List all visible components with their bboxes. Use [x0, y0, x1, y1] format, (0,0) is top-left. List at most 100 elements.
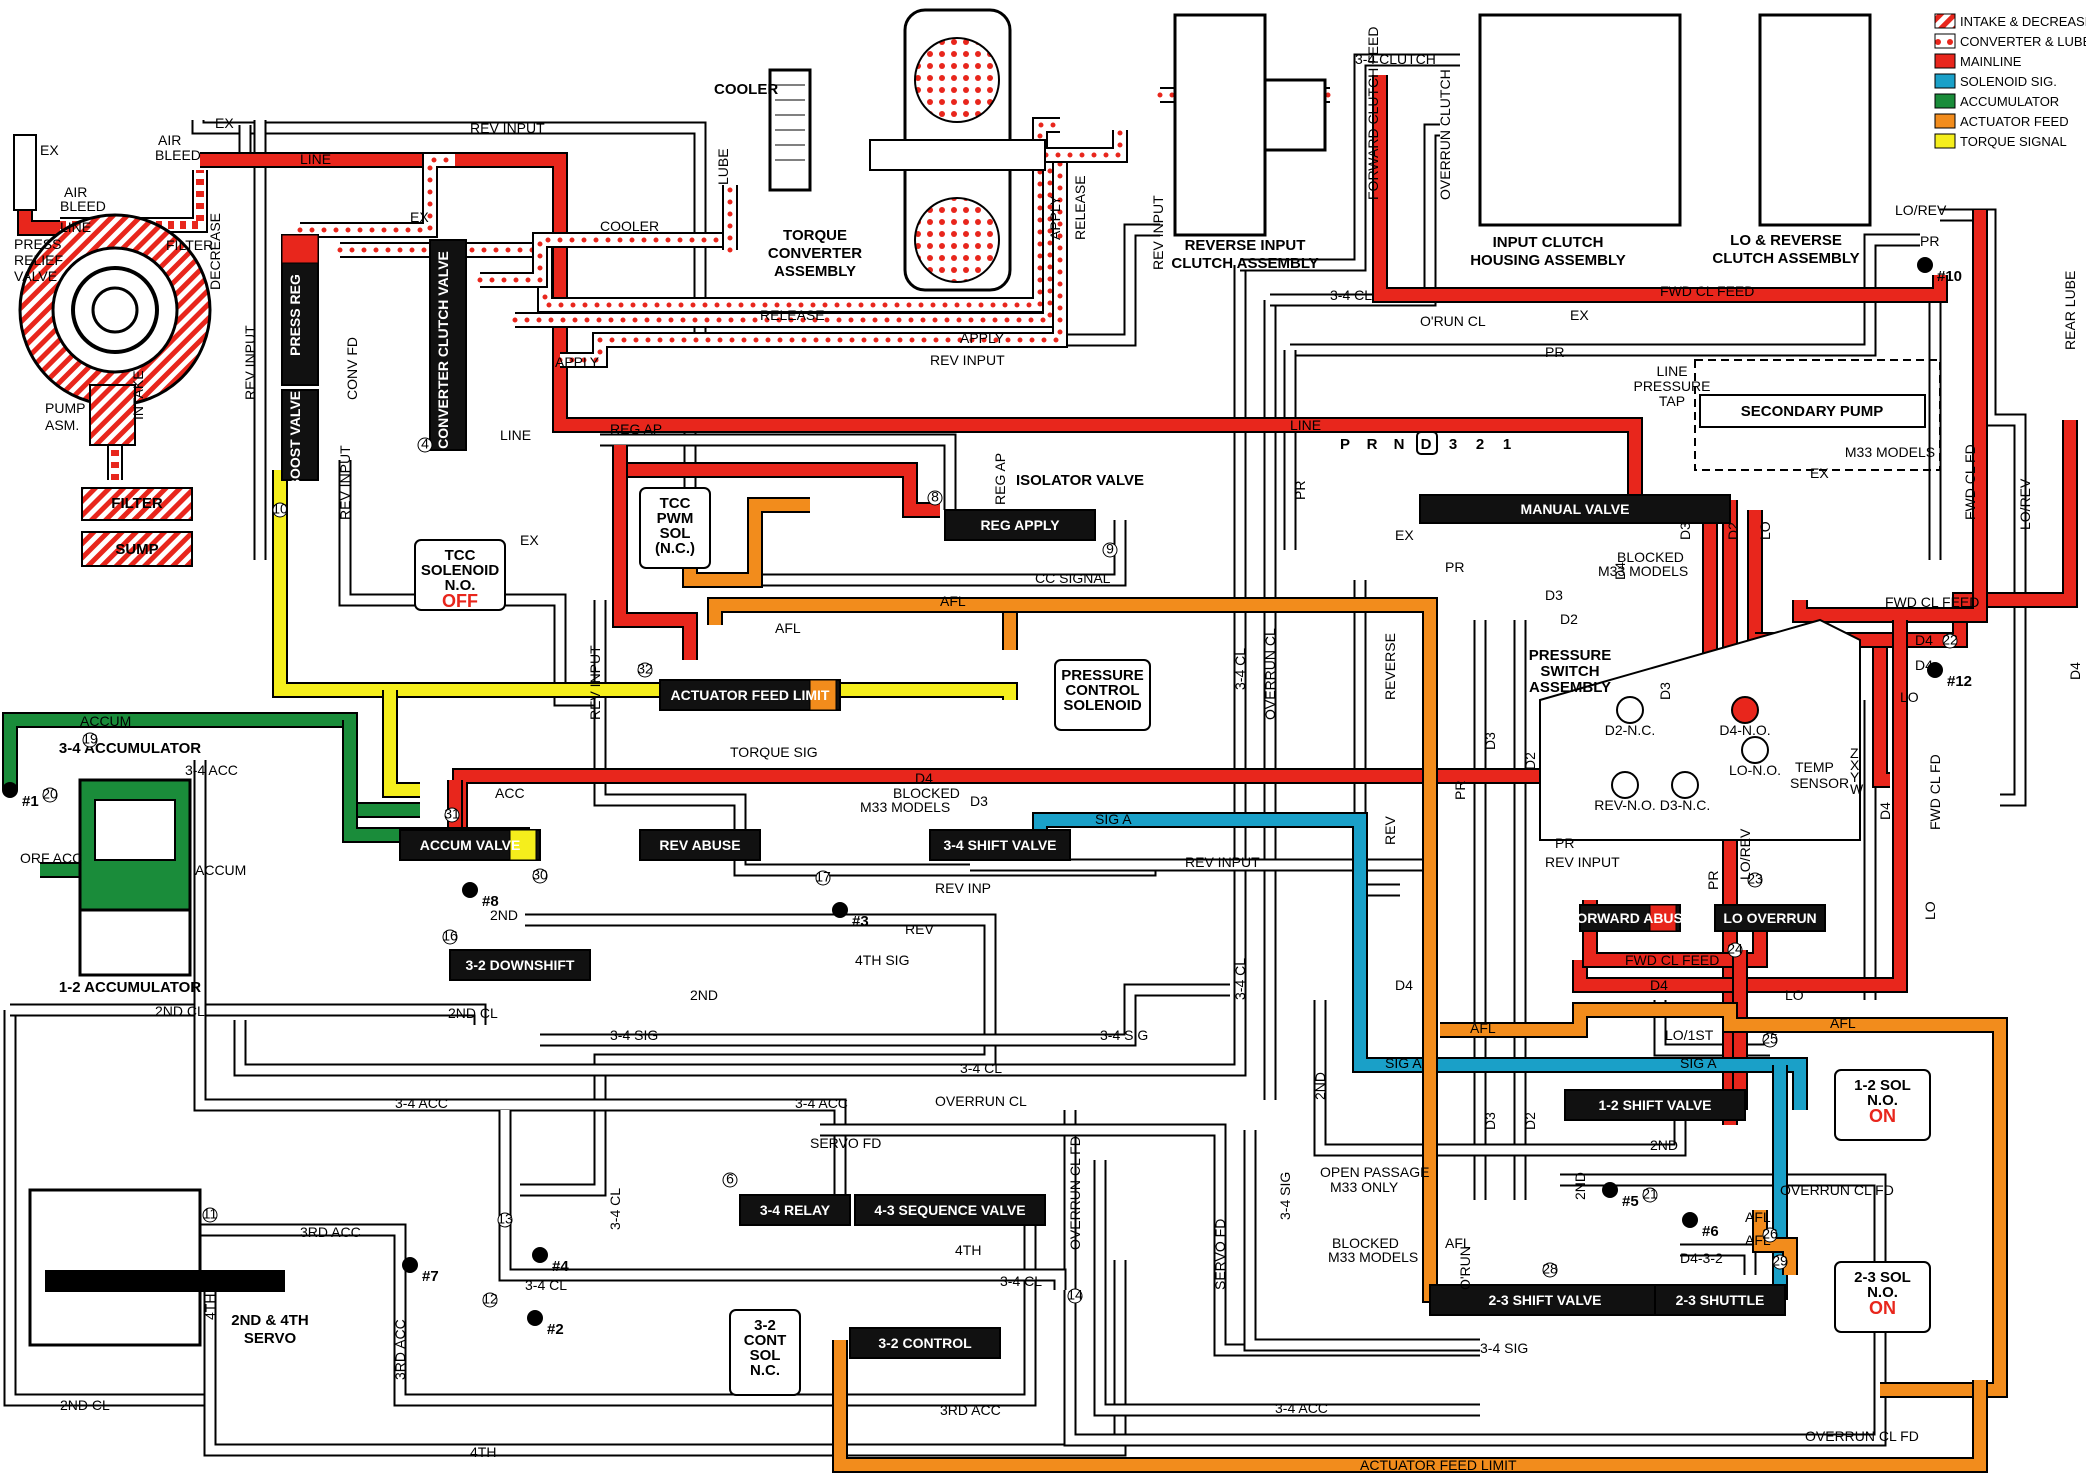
orifice-25-icon: [1762, 1032, 1778, 1048]
converter-clutch-valve[interactable]: CONVERTER CLUTCH VALVE: [429, 239, 467, 451]
control-32-valve-body: [849, 1327, 1001, 1359]
tcc-pwm-solenoid-label-2: SOL: [660, 525, 691, 542]
sig34-lower: [1245, 1130, 1480, 1350]
sol-23-label-0: 2-3 SOL: [1854, 1269, 1911, 1286]
shuttle-23-valve-label: 2-3 SHUTTLE: [1676, 1292, 1765, 1308]
orifice-4-label: 4: [421, 436, 429, 452]
shuttle-23-valve[interactable]: 2-3 SHUTTLE: [1654, 1284, 1786, 1316]
sol-23-state: ON: [1869, 1298, 1896, 1318]
pressure-switch-label-2: SWITCH: [1540, 663, 1599, 680]
cl34-lower: [500, 1110, 1065, 1290]
passage-label-38: AFL: [1470, 1020, 1496, 1036]
nd2-main: [520, 915, 995, 1195]
downshift-32-valve-label: 3-2 DOWNSHIFT: [466, 957, 575, 973]
shift-34-valve-body: [929, 829, 1071, 861]
passage-label-45: ACCUM: [195, 862, 246, 878]
sequence-43-valve-body: [854, 1194, 1046, 1226]
pressure-control-solenoid-label-2: SOLENOID: [1063, 697, 1142, 714]
rev-abuse-valve-body: [639, 829, 761, 861]
press-reg-valve[interactable]: PRESS REG: [281, 234, 319, 386]
lo-overrun-valve-body: [1714, 904, 1826, 932]
afl-bottom: [834, 1340, 1986, 1471]
rev-abuse-valve[interactable]: REV ABUSE: [639, 829, 761, 861]
passage-label-93: FWD CL FEED: [1660, 283, 1754, 299]
orifice-19-icon: [82, 732, 98, 748]
lo-overrun-valve[interactable]: LO OVERRUN: [1714, 904, 1826, 932]
legend-converter: CONVERTER & LUBE: [1960, 34, 2086, 49]
passage-label-102: FWD CL FD: [1962, 444, 1978, 520]
passage-label-129: 4TH: [955, 1242, 981, 1258]
cont-32-solenoid-label-1: CONT: [744, 1332, 787, 1349]
sequence-43-valve[interactable]: 4-3 SEQUENCE VALVE: [854, 1194, 1046, 1226]
converter-clutch-valve-label: CONVERTER CLUTCH VALVE: [435, 251, 451, 449]
conv-dots-3-base: [480, 234, 730, 286]
acc34-lower: [1095, 1160, 1480, 1415]
m33-models-label: M33 MODELS: [1845, 444, 1935, 460]
control-32-valve[interactable]: 3-2 CONTROL: [849, 1327, 1001, 1359]
legend-actuator: ACTUATOR FEED: [1960, 114, 2069, 129]
orifice-29-label: 29: [1772, 1253, 1788, 1269]
relay-34-valve[interactable]: 3-4 RELAY: [739, 1194, 851, 1226]
d4-right2: [1755, 420, 2076, 646]
passage-label-101: LO/REV: [1737, 828, 1753, 880]
torque-converter-label-1: TORQUE: [783, 227, 847, 244]
afl-sol23: [1754, 1210, 1796, 1275]
reverse-input-clutch: [1173, 13, 1327, 237]
passage-label-59: D4: [1612, 562, 1628, 580]
passage-label-4: REV INPUT: [470, 120, 545, 136]
reg-apply-valve-body: [944, 509, 1096, 541]
switch-4-icon: [1741, 736, 1769, 764]
cont-32-solenoid-box: [729, 1309, 801, 1396]
reverse-input-label-1: REVERSE INPUT: [1185, 237, 1306, 254]
passage-label-77: PR: [1920, 233, 1939, 249]
checkball-3-icon: [532, 1247, 548, 1263]
line-pressure-tap-3: TAP: [1659, 393, 1685, 409]
passage-label-6: REV INPUT: [1150, 195, 1166, 270]
downshift-32-valve[interactable]: 3-2 DOWNSHIFT: [449, 949, 591, 981]
shift-34-valve[interactable]: 3-4 SHIFT VALVE: [929, 829, 1071, 861]
checkball-9-label: #12: [1947, 673, 1972, 690]
passage-label-68: D2: [1522, 1112, 1538, 1130]
cl34-mid: [235, 1000, 1245, 1075]
passage-label-51: ACC: [495, 785, 525, 801]
orifice-25-label: 25: [1762, 1031, 1778, 1047]
servo-body: [28, 1188, 285, 1347]
cooler-label: COOLER: [714, 81, 778, 98]
forward-abuse-valve[interactable]: FORWARD ABUSE: [1568, 904, 1692, 932]
shift-12-valve[interactable]: 1-2 SHIFT VALVE: [1564, 1089, 1746, 1121]
passage-label-85: 3-4 CL: [1232, 958, 1248, 1000]
boost-valve[interactable]: BOOST VALVE: [281, 389, 319, 489]
conv-dots-5: [557, 157, 1063, 363]
switch-letter-W: W: [1850, 781, 1864, 797]
passage-label-47: 3-4 ACC: [395, 1095, 448, 1111]
tcc-solenoid-label-1: SOLENOID: [421, 562, 500, 579]
passage-label-133: OVERRUN CL FD: [1780, 1182, 1894, 1198]
accum-valve[interactable]: ACCUM VALVE: [399, 829, 541, 861]
orifice-4-icon: [417, 437, 433, 453]
passage-label-58: D4: [2067, 662, 2083, 680]
switch-letter-X: X: [1850, 757, 1860, 773]
actuator-feed-limit-valve[interactable]: ACTUATOR FEED LIMIT: [659, 679, 841, 711]
passage-label-49: 3-4 ACC: [1275, 1400, 1328, 1416]
sig34-main: [540, 985, 1230, 1045]
passage-label-15: EX: [520, 532, 539, 548]
passage-label-32: CONV FD: [344, 337, 360, 400]
tcc-pwm-solenoid-label-3: (N.C.): [655, 540, 695, 557]
passage-label-142: BLOCKED: [893, 785, 960, 801]
passage-label-66: D2: [1560, 611, 1578, 627]
passage-label-79: PR: [1452, 781, 1468, 800]
checkball-7-icon: [462, 882, 478, 898]
manual-valve[interactable]: MANUAL VALVE: [1419, 494, 1731, 524]
checkball-1-icon: [527, 1310, 543, 1326]
checkball-8-label: #10: [1937, 268, 1962, 285]
reg-apply-valve[interactable]: REG APPLY: [944, 509, 1096, 541]
acc3rd: [200, 1220, 1035, 1405]
gear-2: 2: [1476, 436, 1484, 453]
